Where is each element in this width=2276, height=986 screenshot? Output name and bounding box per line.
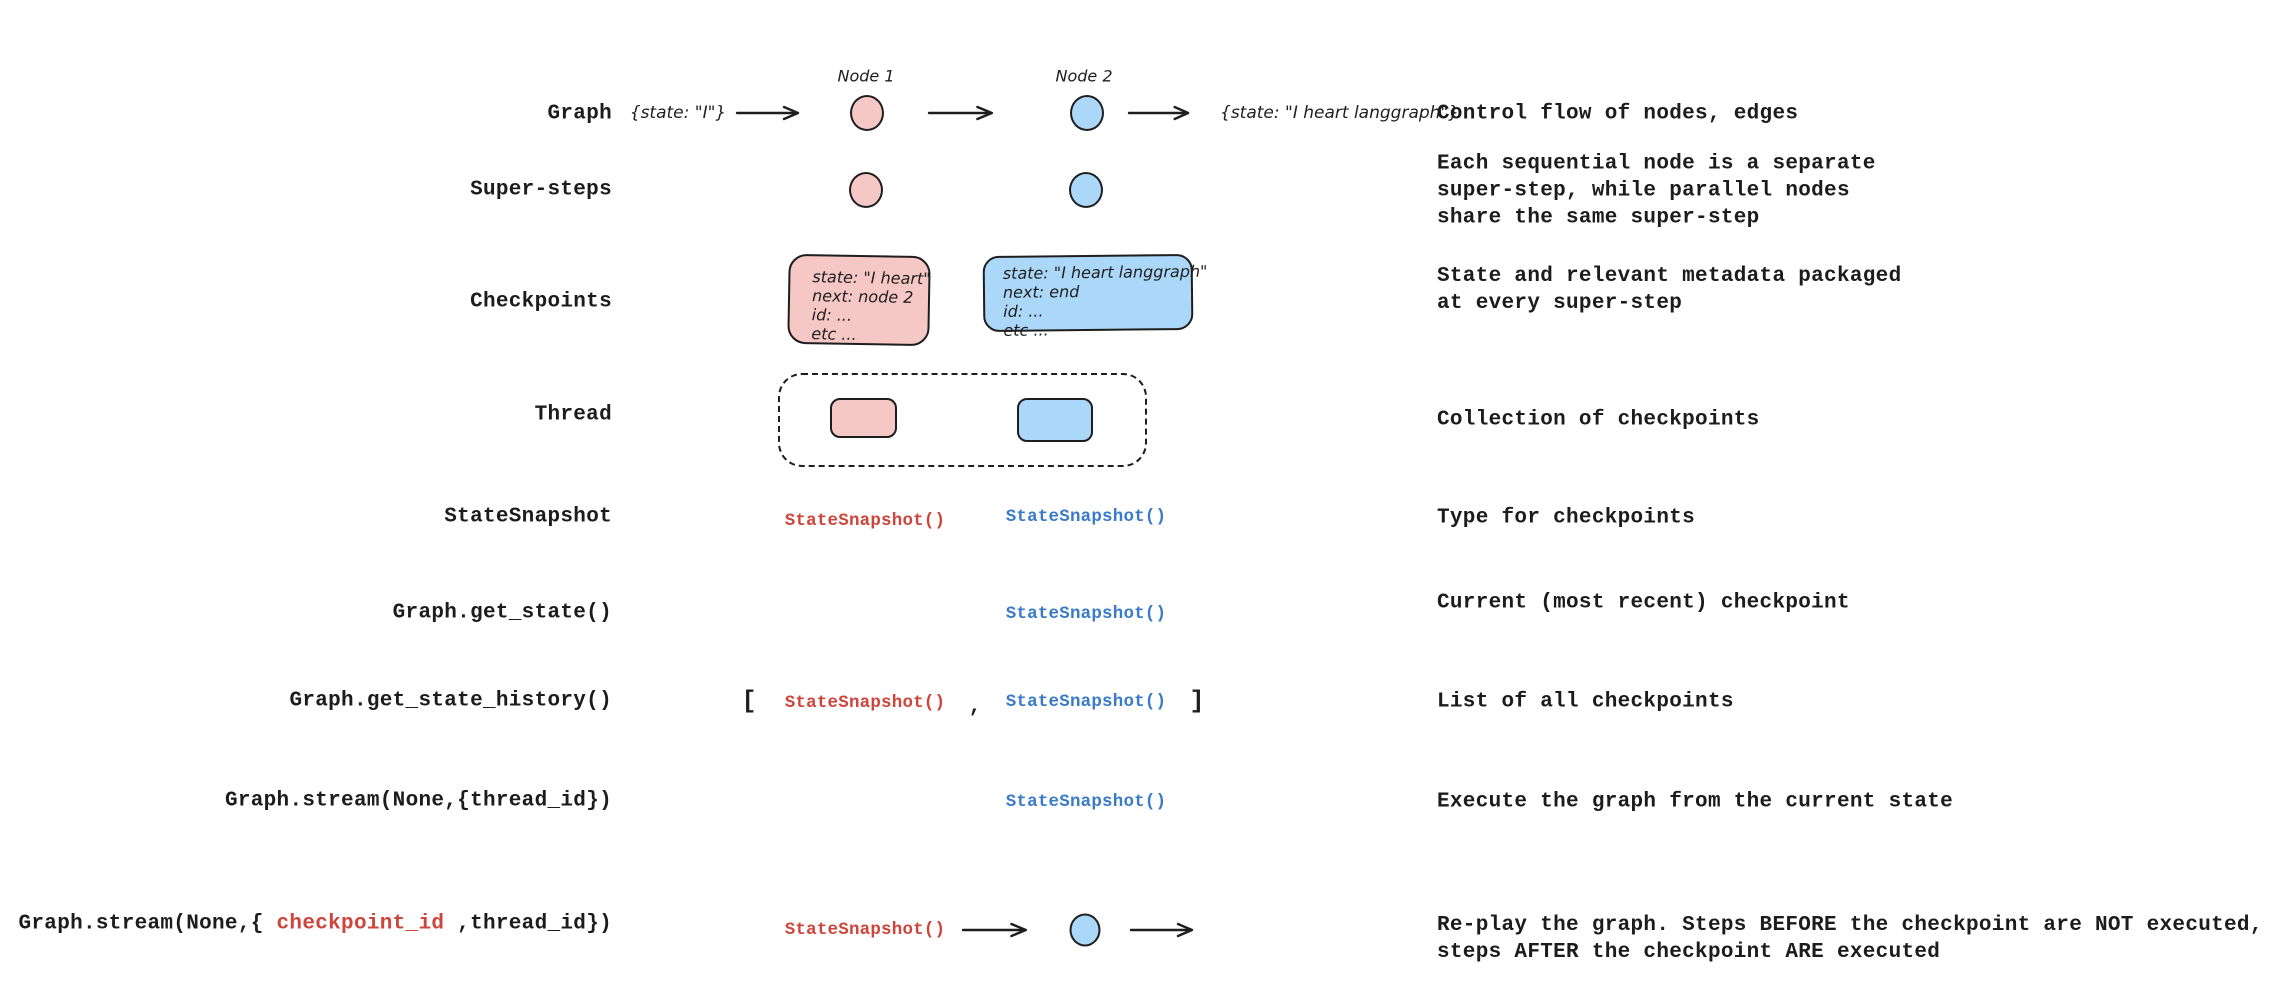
checkpoint-line: etc ...	[811, 324, 857, 344]
checkpoint-line: id: ...	[811, 305, 853, 325]
description-thread: Collection of checkpoints	[1437, 408, 1760, 432]
node2-label: Node 2	[1055, 66, 1113, 86]
super-step-blue-circle	[1069, 172, 1103, 208]
bracket-close: ]	[1189, 686, 1205, 716]
row-label-statesnapshot: StateSnapshot	[444, 505, 612, 529]
row-label-stream-checkpoint: Graph.stream(None,{ checkpoint_id ,threa…	[18, 913, 612, 936]
snapshot-red-text: StateSnapshot()	[784, 511, 946, 531]
thread-checkpoint-blue	[1017, 398, 1093, 442]
node1-label: Node 1	[837, 66, 895, 86]
row-label-graph: Graph	[547, 102, 612, 126]
checkpoint-line: state: "I heart"	[812, 267, 931, 289]
description-stream-checkpoint: Re-play the graph. Steps BEFORE the chec…	[1437, 914, 2263, 964]
description-super-steps: Each sequential node is a separate super…	[1437, 152, 1876, 230]
description-graph: Control flow of nodes, edges	[1437, 102, 1799, 126]
thread-dashed-box	[778, 373, 1147, 467]
arrow-right-icon	[961, 922, 1028, 938]
description-get-state-history: List of all checkpoints	[1437, 690, 1734, 714]
label-prefix: Graph.stream(None,{	[18, 912, 277, 936]
node1-circle	[850, 95, 884, 131]
row-label-super-steps: Super-steps	[470, 178, 612, 202]
node2-circle	[1070, 95, 1104, 131]
graph-input-state-text: {state: "I"}	[629, 103, 727, 123]
arrow-right-icon	[1127, 105, 1190, 121]
row-label-get-state-history: Graph.get_state_history()	[289, 689, 612, 713]
label-checkpoint-id: checkpoint_id	[276, 912, 445, 936]
description-checkpoints: State and relevant metadata packaged at …	[1437, 265, 1902, 315]
snapshot-blue-text: StateSnapshot()	[1005, 604, 1167, 624]
snapshot-blue-text: StateSnapshot()	[1005, 507, 1167, 527]
checkpoint-card-pink: state: "I heart" next: node 2 id: ... et…	[787, 253, 931, 347]
arrow-right-icon	[735, 105, 800, 121]
checkpoint-line: etc ...	[1003, 320, 1049, 340]
comma-separator: ,	[968, 695, 982, 719]
description-statesnapshot: Type for checkpoints	[1437, 506, 1696, 530]
checkpoint-line: id: ...	[1003, 301, 1044, 321]
label-suffix: ,thread_id})	[444, 912, 612, 936]
graph-output-state-text: {state: "I heart langgraph"}	[1220, 103, 1460, 123]
checkpoint-line: state: "I heart langgraph"	[1002, 261, 1208, 283]
checkpoint-line: next: end	[1002, 282, 1080, 302]
row-label-stream-thread: Graph.stream(None,{thread_id})	[224, 789, 612, 813]
checkpoint-line: next: node 2	[811, 286, 914, 307]
super-step-pink-circle	[849, 172, 883, 208]
snapshot-red-text: StateSnapshot()	[784, 920, 946, 940]
checkpoint-card-blue: state: "I heart langgraph" next: end id:…	[982, 253, 1208, 340]
snapshot-blue-text: StateSnapshot()	[1005, 692, 1167, 712]
snapshot-blue-text: StateSnapshot()	[1005, 792, 1167, 812]
arrow-right-icon	[927, 105, 994, 121]
description-get-state: Current (most recent) checkpoint	[1437, 591, 1850, 615]
thread-checkpoint-pink	[830, 398, 897, 438]
description-stream-thread: Execute the graph from the current state	[1437, 790, 1954, 814]
row-label-get-state: Graph.get_state()	[392, 601, 612, 625]
bracket-open: [	[741, 686, 757, 716]
row-label-thread: Thread	[534, 403, 612, 427]
snapshot-red-text: StateSnapshot()	[784, 693, 946, 713]
row-label-checkpoints: Checkpoints	[470, 290, 612, 314]
arrow-right-icon	[1129, 922, 1194, 938]
replay-node-circle	[1069, 913, 1101, 947]
